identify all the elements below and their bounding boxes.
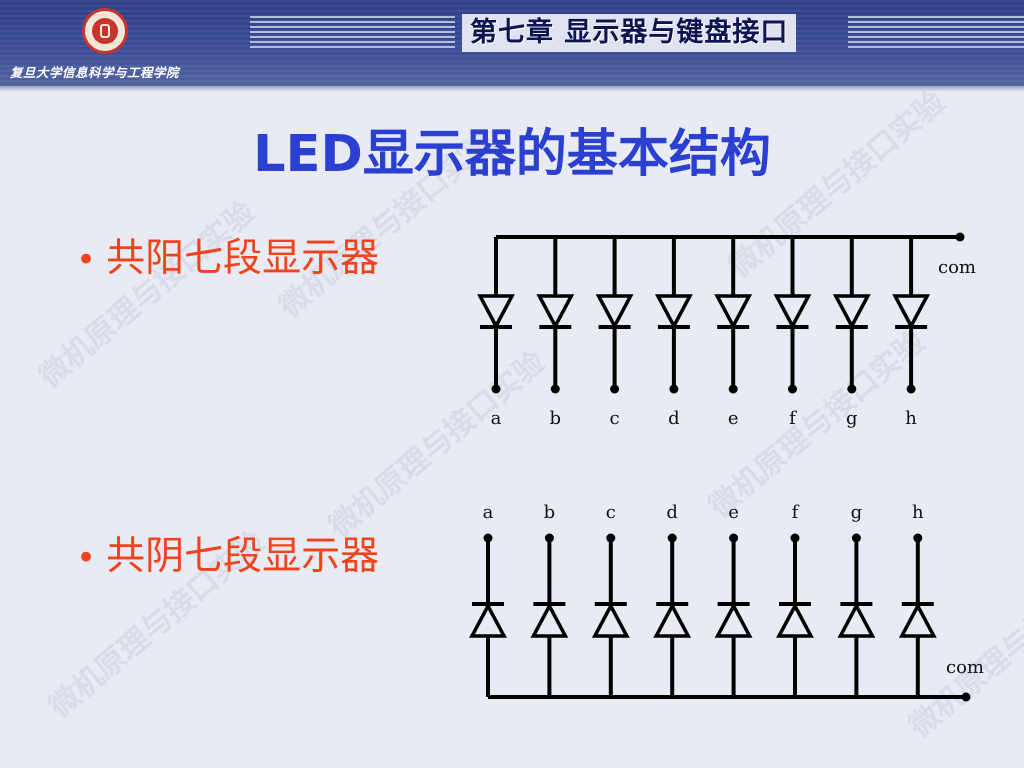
anode-pin-label: f	[789, 408, 797, 429]
anode-pin-label: a	[491, 408, 502, 429]
slide-header: 复旦大学信息科学与工程学院 第七章 显示器与键盘接口	[0, 0, 1024, 86]
cathode-pin-label: d	[666, 502, 678, 523]
cathode-pin-label: e	[728, 502, 739, 523]
common-anode-circuit: com a b c d e f g h	[477, 232, 976, 429]
anode-pin-terminal	[610, 384, 620, 394]
diode-cathode-icon	[530, 602, 569, 638]
university-logo-icon	[82, 8, 128, 54]
anode-pin-label: g	[846, 408, 858, 429]
header-shadow	[0, 86, 1024, 92]
header-stripes-left	[250, 16, 455, 50]
cathode-com-label: com	[946, 657, 984, 678]
anode-pin-label: b	[550, 408, 562, 429]
bullet-label: 共阳七段显示器	[106, 236, 380, 281]
diode-cathode-icon	[837, 602, 876, 638]
bullet-marker: •	[76, 240, 97, 280]
anode-pin-label: d	[668, 408, 680, 429]
diode-anode-icon	[892, 294, 931, 330]
institution-name: 复旦大学信息科学与工程学院	[10, 65, 180, 80]
anode-com-terminal	[955, 232, 965, 242]
cathode-pin-label: c	[606, 502, 616, 523]
anode-pin-label: c	[610, 408, 620, 429]
header-stripes-right	[848, 16, 1024, 50]
logo-emblem-icon	[92, 18, 118, 44]
cathode-pin-label: f	[792, 502, 800, 523]
anode-pin-terminal	[788, 384, 797, 394]
diode-cathode-icon	[591, 602, 630, 638]
anode-pin-terminal	[728, 384, 738, 394]
diode-anode-icon	[595, 294, 634, 330]
cathode-pin-label: g	[851, 502, 863, 523]
anode-pin-label: e	[728, 408, 739, 429]
diode-cathode-icon	[898, 602, 937, 638]
anode-pin-label: h	[905, 408, 917, 429]
anode-pin-terminal	[669, 384, 679, 394]
cathode-pin-label: b	[544, 502, 556, 523]
chapter-title: 第七章 显示器与键盘接口	[462, 14, 797, 52]
bullet-common-anode: •共阳七段显示器	[76, 232, 379, 287]
cathode-pin-label: a	[483, 502, 494, 523]
diode-anode-icon	[832, 294, 871, 330]
diode-cathode-icon	[714, 602, 753, 638]
cathode-com-terminal	[961, 692, 971, 702]
diode-anode-icon	[536, 294, 575, 330]
bullet-marker: •	[76, 538, 97, 578]
diode-anode-icon	[714, 294, 753, 330]
anode-pin-terminal	[491, 384, 501, 394]
anode-pin-terminal	[550, 384, 560, 394]
slide-title: LED显示器的基本结构	[253, 125, 771, 184]
common-cathode-circuit: com a b c d e f g h	[469, 502, 984, 702]
diode-anode-icon	[654, 294, 693, 330]
diode-cathode-icon	[653, 602, 692, 638]
diode-anode-icon	[477, 294, 515, 330]
diode-anode-icon	[773, 294, 812, 330]
bullet-label: 共阴七段显示器	[106, 534, 380, 579]
diode-cathode-icon	[469, 602, 507, 638]
anode-com-label: com	[938, 257, 976, 278]
diode-cathode-icon	[776, 602, 814, 638]
anode-pin-terminal	[847, 384, 857, 394]
anode-pin-terminal	[906, 384, 916, 394]
cathode-pin-label: h	[912, 502, 924, 523]
bullet-common-cathode: •共阴七段显示器	[76, 530, 379, 585]
